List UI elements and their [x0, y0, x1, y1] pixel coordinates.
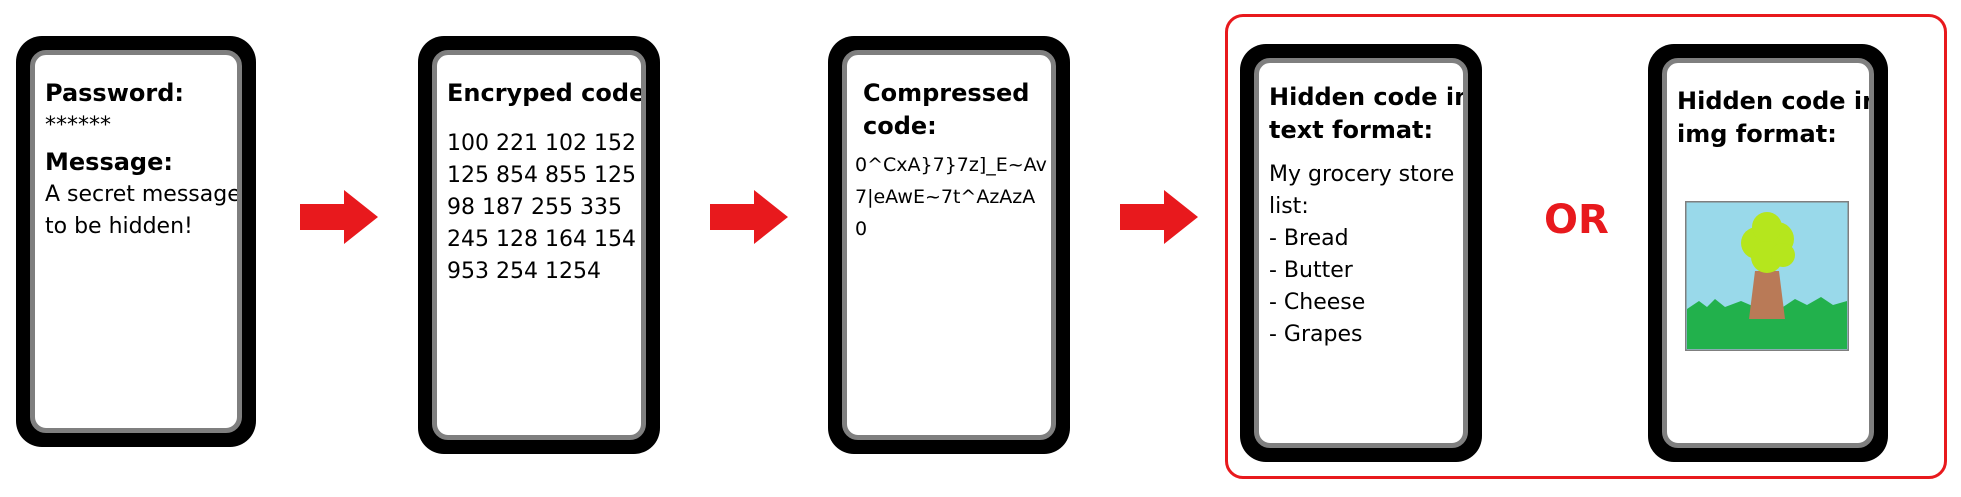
- right-arrow-icon: [300, 190, 378, 244]
- phone-screen: Password: ****** Message: A secret messa…: [30, 50, 242, 433]
- grocery-line: My grocery store: [1269, 162, 1455, 187]
- phone-encrypted: Encryped code: 100 221 102 152 125 854 8…: [418, 36, 660, 454]
- encrypted-line: 125 854 855 125: [447, 163, 636, 188]
- phone-compressed: Compressed code: 0^CxA}7}7z]_E~Av 7|eAwE…: [828, 36, 1070, 454]
- hidden-text-title: text format:: [1269, 116, 1434, 144]
- hidden-image-title: Hidden code in: [1677, 87, 1874, 115]
- password-value: ******: [45, 113, 111, 138]
- compressed-line: 0: [855, 218, 868, 240]
- landscape-tree-image-icon: [1685, 201, 1849, 351]
- message-line: to be hidden!: [45, 214, 193, 239]
- phone-hidden-image: Hidden code in img format:: [1648, 44, 1888, 462]
- phone-screen: Encryped code: 100 221 102 152 125 854 8…: [432, 50, 646, 440]
- right-arrow-icon: [710, 190, 788, 244]
- encrypted-line: 953 254 1254: [447, 259, 601, 284]
- right-arrow-icon: [1120, 190, 1198, 244]
- phone-plaintext: Password: ****** Message: A secret messa…: [16, 36, 256, 447]
- grocery-line: - Bread: [1269, 226, 1349, 251]
- hidden-image-title: img format:: [1677, 120, 1837, 148]
- grocery-line: - Cheese: [1269, 290, 1366, 315]
- compressed-title: Compressed: [863, 79, 1030, 107]
- password-label: Password:: [45, 79, 184, 107]
- compressed-line: 7|eAwE~7t^AzAzA: [855, 186, 1036, 208]
- or-label: OR: [1544, 197, 1609, 243]
- encrypted-line: 100 221 102 152: [447, 131, 636, 156]
- grocery-line: list:: [1269, 194, 1309, 219]
- phone-screen: Hidden code in text format: My grocery s…: [1254, 58, 1468, 448]
- encrypted-line: 245 128 164 154: [447, 227, 636, 252]
- message-line: A secret message: [45, 182, 241, 207]
- encrypted-line: 98 187 255 335: [447, 195, 622, 220]
- phone-screen: Compressed code: 0^CxA}7}7z]_E~Av 7|eAwE…: [842, 50, 1056, 440]
- output-options-group: [1225, 14, 1947, 479]
- compressed-line: 0^CxA}7}7z]_E~Av: [855, 154, 1047, 176]
- hidden-text-title: Hidden code in: [1269, 83, 1468, 111]
- grocery-line: - Grapes: [1269, 322, 1363, 347]
- phone-screen: Hidden code in img format:: [1662, 58, 1874, 448]
- phone-hidden-text: Hidden code in text format: My grocery s…: [1240, 44, 1482, 462]
- compressed-title: code:: [863, 112, 937, 140]
- encrypted-title: Encryped code:: [447, 79, 646, 107]
- message-label: Message:: [45, 148, 173, 176]
- grocery-line: - Butter: [1269, 258, 1353, 283]
